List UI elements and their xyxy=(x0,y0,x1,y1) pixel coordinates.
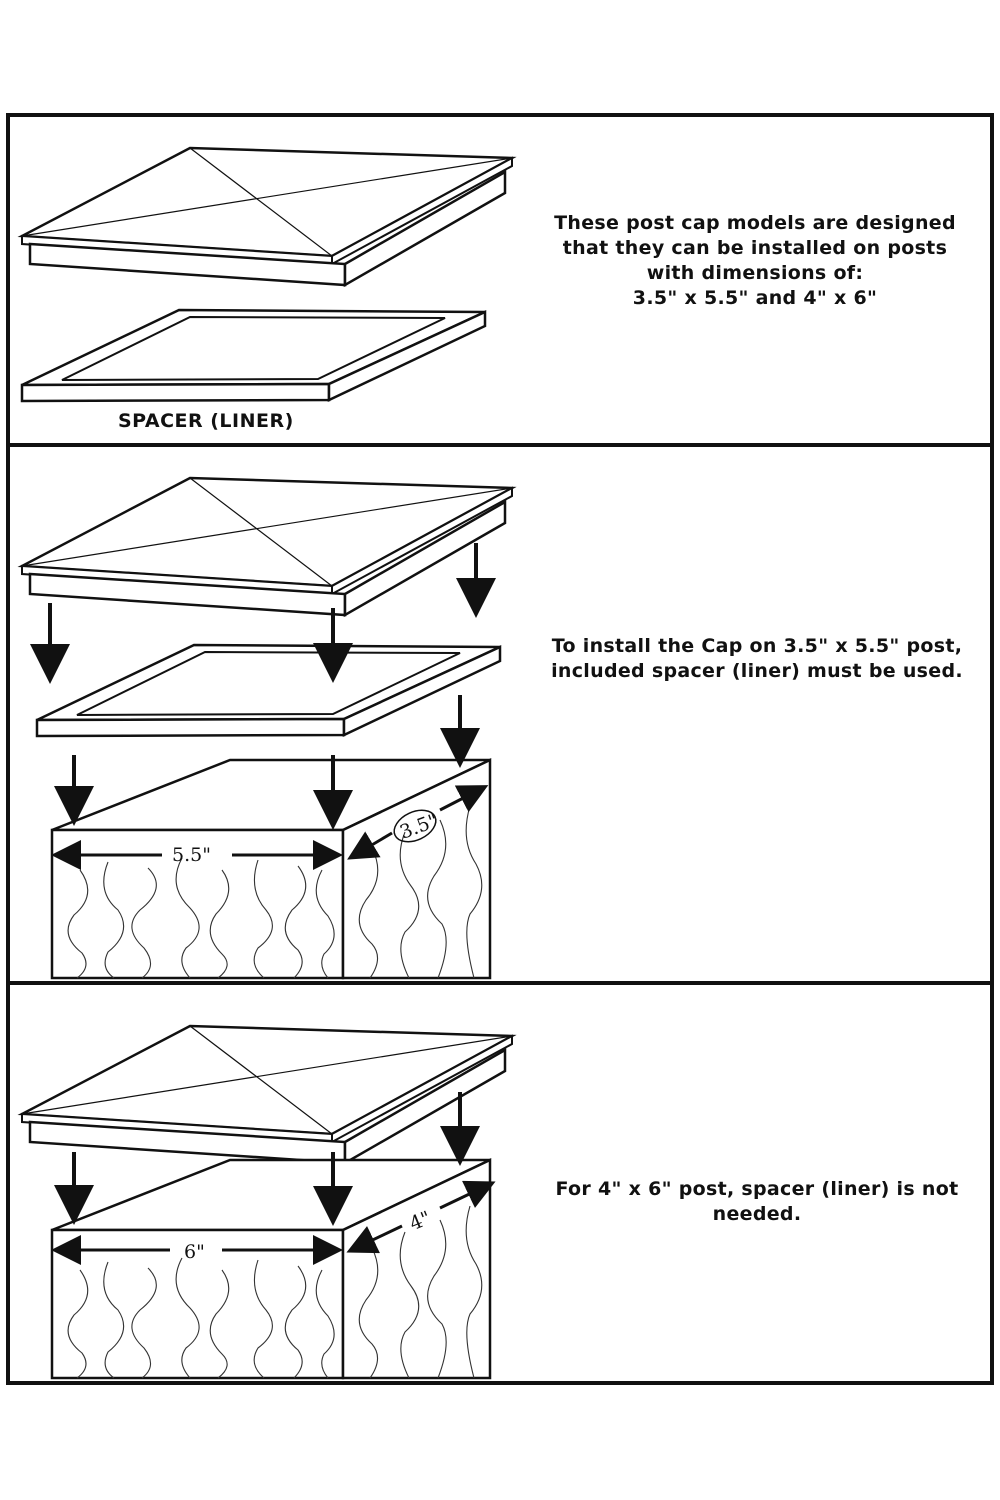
down-arrow-group-2 xyxy=(30,543,496,830)
spacer-illustration xyxy=(20,308,487,403)
caption-panel-3: For 4" x 6" post, spacer (liner) is not … xyxy=(522,1177,992,1227)
spacer-label: SPACER (LINER) xyxy=(118,410,294,432)
post-illustration-4x6 xyxy=(50,1158,492,1380)
down-arrow-group-3 xyxy=(54,1092,480,1226)
post-cap-illustration xyxy=(20,146,514,287)
caption-panel-2: To install the Cap on 3.5" x 5.5" post, … xyxy=(522,634,992,684)
post-cap-illustration-3 xyxy=(20,1024,514,1165)
caption-line: that they can be installed on posts xyxy=(562,237,948,259)
panel-border-outer xyxy=(6,113,994,1385)
caption-line: To install the Cap on 3.5" x 5.5" post, xyxy=(551,635,963,657)
width-label-6: 6" xyxy=(184,1241,205,1263)
caption-panel-1: These post cap models are designed that … xyxy=(520,211,990,311)
caption-line: 3.5" x 5.5" and 4" x 6" xyxy=(632,287,878,309)
width-label-5-5: 5.5" xyxy=(172,844,211,866)
spacer-illustration-2 xyxy=(35,643,502,738)
caption-line: For 4" x 6" post, spacer (liner) is not xyxy=(555,1178,959,1200)
caption-line: These post cap models are designed xyxy=(554,212,956,234)
post-cap-illustration-2 xyxy=(20,476,514,617)
caption-line: included spacer (liner) must be used. xyxy=(551,660,963,682)
caption-line: needed. xyxy=(712,1203,802,1225)
caption-line: with dimensions of: xyxy=(646,262,864,284)
post-illustration-3-5x5-5 xyxy=(50,758,492,980)
